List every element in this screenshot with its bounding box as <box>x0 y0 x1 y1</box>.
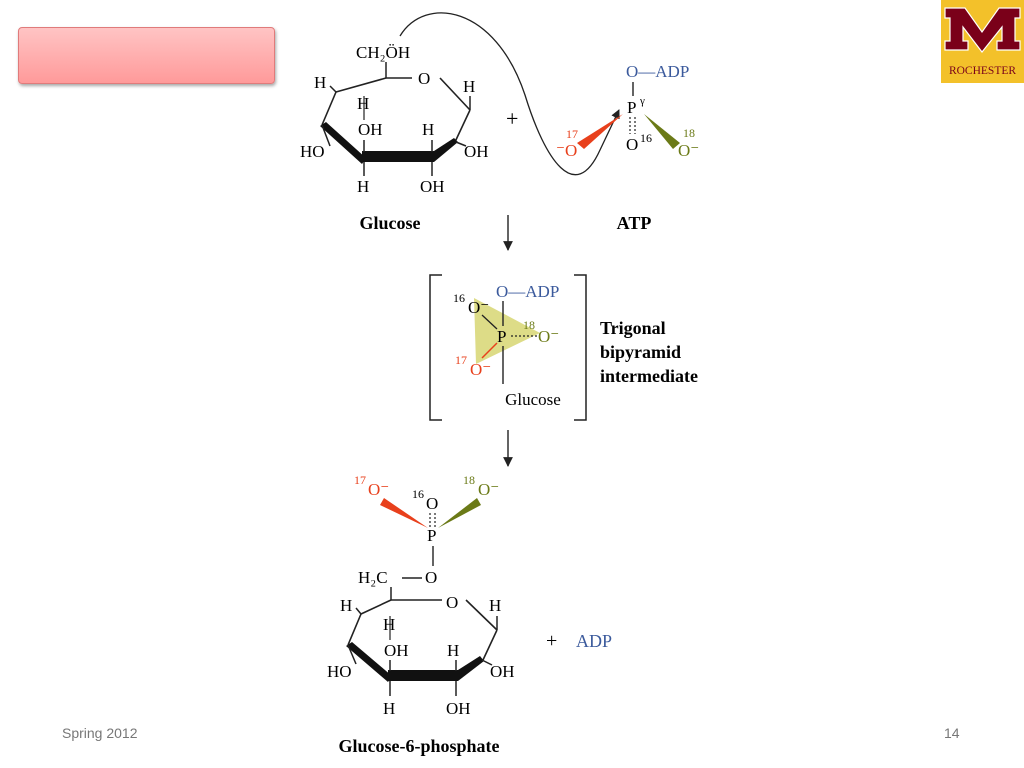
glucose-structure: CH₂ÖH O H H H OH H HO OH H OH Glucose <box>300 43 489 233</box>
glucose-oh-upper-left: OH <box>358 120 383 139</box>
atp-phosphorus: P <box>627 98 636 117</box>
g6p-oh-bottom: OH <box>446 699 471 718</box>
g6p-h2c: H₂C <box>358 568 388 587</box>
glucose-ho: HO <box>300 142 325 161</box>
glucose-6-phosphate-structure: 17 O⁻ 16 O 18 O⁻ P H₂C O <box>327 473 612 756</box>
int-label-line1: Trigonal <box>600 318 666 338</box>
plus-sign-top: + <box>506 106 518 131</box>
glucose-h-bottom: H <box>357 177 369 196</box>
atp-red-wedge <box>577 114 623 149</box>
int-iso16: 16 <box>453 291 465 305</box>
g6p-ho: HO <box>327 662 352 681</box>
int-label-line2: bipyramid <box>600 342 681 362</box>
atp-structure: O—ADP P γ O 16 17 ⁻O 18 O⁻ ATP <box>556 62 699 233</box>
adp-product: ADP <box>576 631 612 651</box>
logo-text: ROCHESTER <box>949 65 1016 77</box>
slide-number: 14 <box>944 725 960 741</box>
int-glucose: Glucose <box>505 390 561 409</box>
atp-gamma: γ <box>639 95 645 107</box>
intermediate-structure: O—ADP 16 O⁻ P 18 O⁻ 17 O⁻ Glucose Trigon… <box>429 274 698 421</box>
g6p-h-inner: H <box>383 615 395 634</box>
atp-o-bottom: O <box>626 135 638 154</box>
g6p-phosphorus: P <box>427 526 436 545</box>
int-iso18: 18 <box>523 318 535 332</box>
g6p-iso18: 18 <box>463 473 475 487</box>
g6p-o18: O⁻ <box>478 480 499 499</box>
glucose-h-mid: H <box>422 120 434 139</box>
glucose-ch2oh: CH₂ÖH <box>356 43 410 62</box>
int-phosphorus: P <box>497 327 506 346</box>
g6p-red-wedge <box>380 498 428 528</box>
int-iso17: 17 <box>455 353 467 367</box>
glucose-oh-right: OH <box>464 142 489 161</box>
g6p-h-top-right: H <box>489 596 501 615</box>
atp-o18: O⁻ <box>678 141 699 160</box>
g6p-h-bottom: H <box>383 699 395 718</box>
glucose-label: Glucose <box>360 213 421 233</box>
g6p-oh-right: OH <box>490 662 515 681</box>
g6p-iso17: 17 <box>354 473 366 487</box>
g6p-ring-o: O <box>446 593 458 612</box>
glucose-oh-bottom: OH <box>420 177 445 196</box>
g6p-oh-upper-left: OH <box>384 641 409 660</box>
atp-o-adp: O—ADP <box>626 62 689 81</box>
slide-title-box <box>18 27 275 84</box>
int-label-line3: intermediate <box>600 366 698 386</box>
atp-iso16: 16 <box>640 131 652 145</box>
atp-o17: ⁻O <box>556 141 577 160</box>
plus-sign-bottom: + <box>546 630 557 652</box>
g6p-green-wedge <box>438 498 481 528</box>
atp-iso17: 17 <box>566 127 578 141</box>
glucose-h-inner: H <box>357 94 369 113</box>
glucose-h-top-right: H <box>463 77 475 96</box>
phosphoryl-transfer-figure: CH₂ÖH O H H H OH H HO OH H OH Glucose + … <box>280 0 750 768</box>
g6p-o-link: O <box>425 568 437 587</box>
m-logo-icon: ROCHESTER <box>944 7 1021 77</box>
g6p-iso16: 16 <box>412 487 424 501</box>
g6p-o17: O⁻ <box>368 480 389 499</box>
trigonal-plane <box>474 298 540 364</box>
g6p-h-mid: H <box>447 641 459 660</box>
g6p-h-top-left: H <box>340 596 352 615</box>
glucose-h-top-left: H <box>314 73 326 92</box>
university-logo: ROCHESTER <box>941 0 1024 83</box>
atp-iso18: 18 <box>683 126 695 140</box>
g6p-label: Glucose-6-phosphate <box>338 736 499 756</box>
attack-curve-arrow <box>399 12 620 176</box>
int-o-adp: O—ADP <box>496 282 559 301</box>
atp-green-wedge <box>644 114 680 149</box>
int-o18: O⁻ <box>538 327 559 346</box>
footer-date: Spring 2012 <box>62 725 138 741</box>
glucose-ring-o: O <box>418 69 430 88</box>
g6p-o16: O <box>426 494 438 513</box>
atp-label: ATP <box>617 213 652 233</box>
reaction-diagram: CH₂ÖH O H H H OH H HO OH H OH Glucose + … <box>300 12 699 756</box>
int-o16: O⁻ <box>468 298 489 317</box>
int-o17: O⁻ <box>470 360 491 379</box>
